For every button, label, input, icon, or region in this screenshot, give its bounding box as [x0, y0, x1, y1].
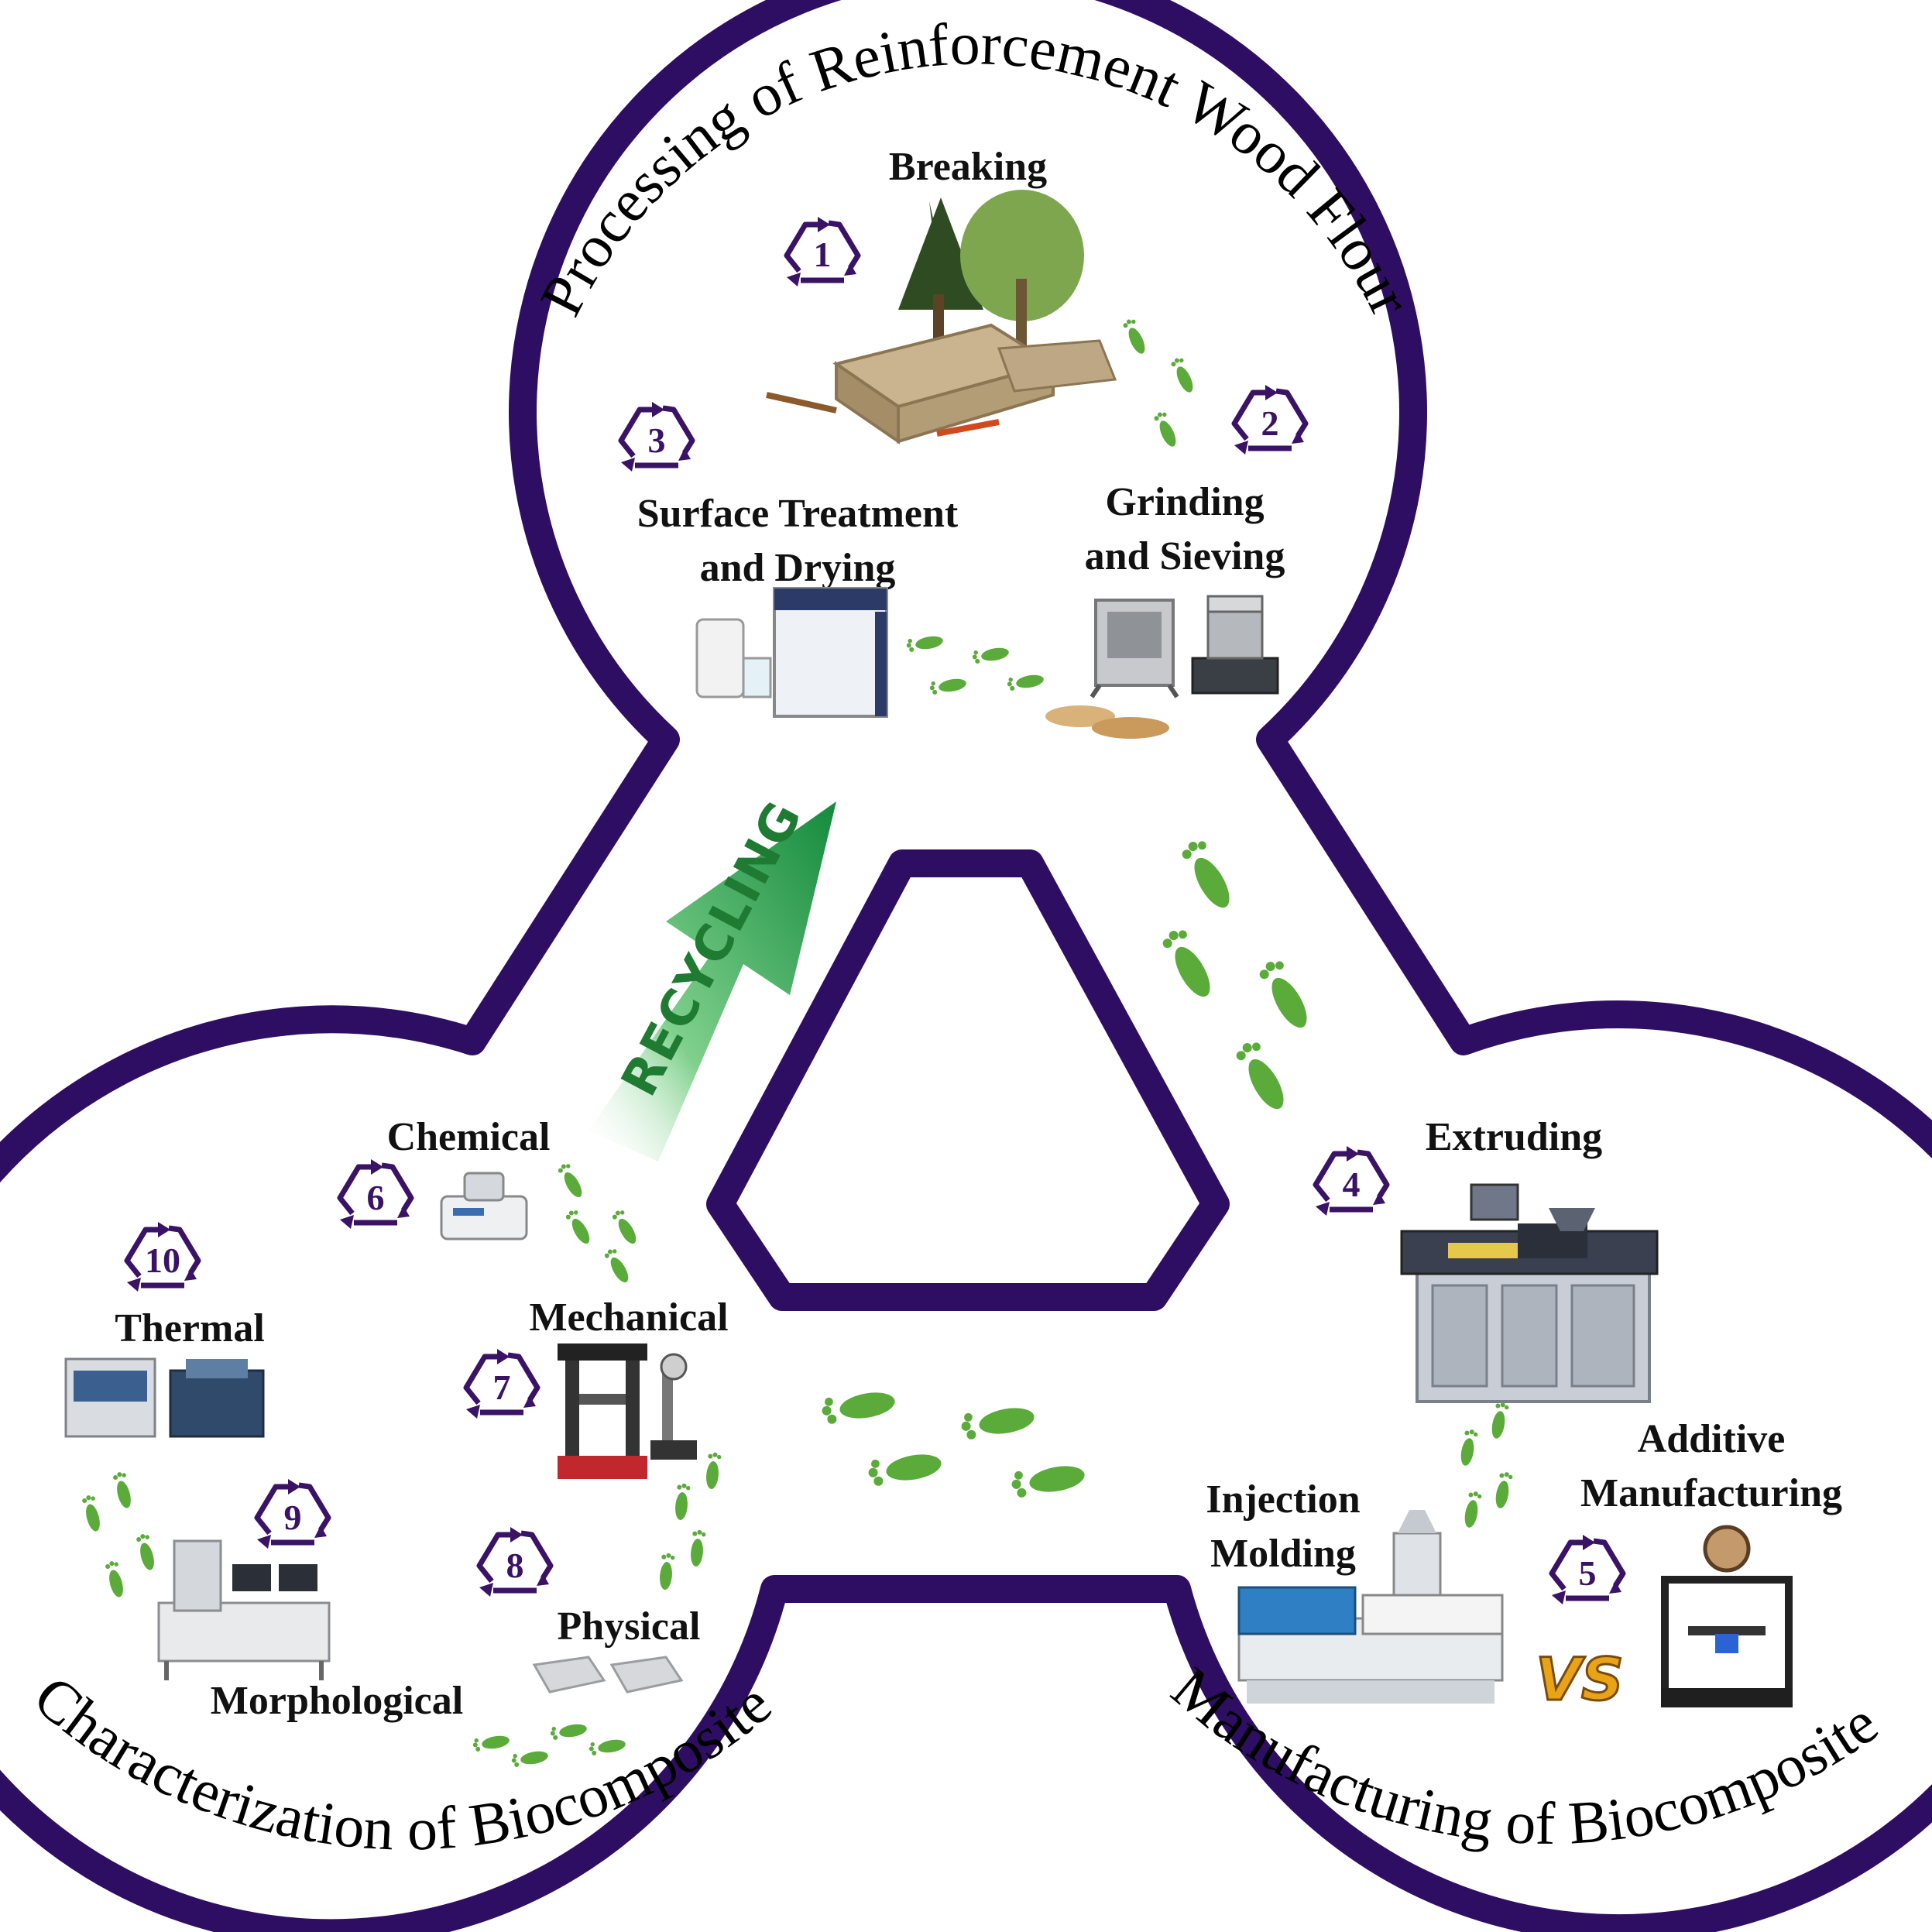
- injection-molding-machine-image: [1237, 1510, 1504, 1704]
- step-label-injection-line2: Molding: [1210, 1532, 1356, 1576]
- step-7: 7 Mechanical: [466, 1295, 729, 1479]
- step-number-5: 5: [1579, 1553, 1597, 1593]
- thermal-analyzers-image: [64, 1357, 265, 1438]
- step-label-grinding-line1: Grinding: [1105, 480, 1264, 524]
- wood-pallets-trees-image: [766, 190, 1117, 444]
- step-number-7: 7: [493, 1367, 511, 1407]
- step-number-4: 4: [1343, 1165, 1361, 1204]
- step-label-injection-line1: Injection: [1206, 1477, 1360, 1522]
- step-number-1: 1: [814, 235, 832, 274]
- step-label-breaking: Breaking: [889, 145, 1047, 189]
- extruder-machine-image: [1400, 1183, 1659, 1403]
- step-8: 8 Physical: [479, 1527, 701, 1694]
- step-2: 2 Grinding and Sieving: [1045, 385, 1306, 739]
- 3d-printer-image: [1661, 1525, 1793, 1707]
- oven-chemicals-image: [695, 587, 888, 718]
- step-4: 4 Extruding: [1316, 1115, 1659, 1403]
- step-number-6: 6: [367, 1178, 385, 1217]
- step-label-mechanical: Mechanical: [529, 1295, 728, 1340]
- step-label-surface-line2: and Drying: [700, 546, 896, 590]
- step-label-extruding: Extruding: [1426, 1115, 1602, 1159]
- step-number-9: 9: [284, 1498, 302, 1537]
- step-label-grinding-line2: and Sieving: [1085, 534, 1285, 578]
- step-number-2: 2: [1261, 403, 1279, 443]
- step-label-surface-line1: Surface Treatment: [637, 492, 959, 536]
- universal-testing-machine-image: [558, 1343, 697, 1479]
- step-label-additive-line2: Manufacturing: [1580, 1471, 1842, 1515]
- step-10: 10 Thermal: [64, 1222, 265, 1438]
- vs-badge: VS: [1536, 1645, 1624, 1714]
- ftir-spectrometer-image: [440, 1172, 528, 1241]
- step-number-10: 10: [145, 1241, 180, 1280]
- step-label-physical: Physical: [558, 1604, 701, 1649]
- step-6: 6 Chemical: [340, 1115, 551, 1241]
- step-5: 5 Injection Molding Additive Manufacturi…: [1206, 1417, 1842, 1715]
- step-label-thermal: Thermal: [115, 1306, 265, 1350]
- step-number-8: 8: [506, 1546, 524, 1585]
- step-3: 3 Surface Treatment and Drying: [621, 402, 959, 718]
- step-label-additive-line1: Additive: [1638, 1417, 1786, 1461]
- step-label-chemical: Chemical: [387, 1115, 551, 1159]
- step-number-3: 3: [648, 420, 666, 460]
- sem-microscope-image: [157, 1539, 331, 1680]
- step-1: 1 Breaking: [766, 145, 1117, 444]
- step-9: 9 Morphological: [157, 1479, 463, 1723]
- grinder-sieve-image: [1045, 595, 1279, 739]
- sample-dishes-image: [532, 1656, 684, 1694]
- center-triangle-cutout: [706, 849, 1230, 1311]
- step-label-morphological: Morphological: [211, 1679, 463, 1723]
- arrow-up-right-icon: [589, 801, 836, 1162]
